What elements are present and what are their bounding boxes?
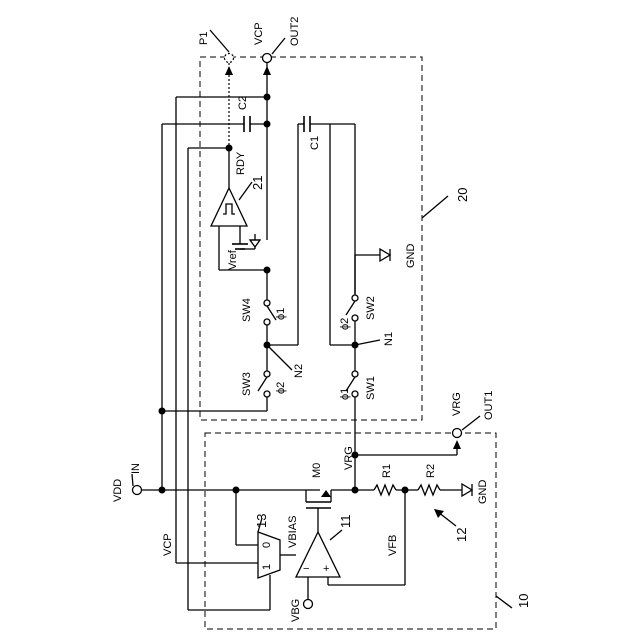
leader-21 xyxy=(239,182,252,200)
label-ref-21: 21 xyxy=(250,176,265,190)
p1-terminal xyxy=(225,54,234,149)
label-vref: Vref xyxy=(227,249,239,270)
label-phi1-sw1: ϕ1 xyxy=(339,388,351,400)
label-vdd: VDD xyxy=(112,479,124,502)
label-rdy: RDY xyxy=(235,151,247,175)
leader-10 xyxy=(496,596,512,608)
label-m0: M0 xyxy=(311,463,323,478)
leader-in xyxy=(132,474,133,486)
label-phi2-sw3: ϕ2 xyxy=(275,382,287,394)
label-ref-20: 20 xyxy=(455,188,470,202)
leader-11 xyxy=(330,530,342,540)
arrow-12 xyxy=(434,509,456,526)
label-mux-1: 1 xyxy=(261,564,273,570)
label-r2: R2 xyxy=(425,464,437,478)
switch-sw3 xyxy=(162,345,270,411)
label-opamp-plus: + xyxy=(323,563,329,575)
leader-out1 xyxy=(462,416,480,430)
label-out2: OUT2 xyxy=(289,17,301,46)
label-mux-0: 0 xyxy=(261,542,273,548)
leader-20 xyxy=(422,196,448,218)
label-vcp-left: VCP xyxy=(162,533,174,556)
label-gnd-top: GND xyxy=(405,244,417,269)
label-vrg-out: VRG xyxy=(451,392,463,416)
mux-13 xyxy=(176,490,296,610)
label-vfb: VFB xyxy=(387,535,399,556)
leader-p1 xyxy=(210,30,229,52)
label-phi2-sw2: ϕ2 xyxy=(339,318,351,330)
label-n1: N1 xyxy=(383,332,395,346)
label-ref-11: 11 xyxy=(338,515,353,529)
label-sw4: SW4 xyxy=(241,298,253,322)
label-c2: C2 xyxy=(237,96,249,110)
label-sw3: SW3 xyxy=(241,372,253,396)
label-sw2: SW2 xyxy=(365,296,377,320)
out2-terminal xyxy=(263,54,272,241)
leader-out2 xyxy=(272,38,285,54)
label-p1: P1 xyxy=(198,32,210,45)
label-r1: R1 xyxy=(381,464,393,478)
label-opamp-minus: − xyxy=(303,563,309,575)
label-vcp-top: VCP xyxy=(253,22,265,45)
out1-terminal xyxy=(355,429,462,456)
gnd-symbol-top xyxy=(380,249,390,261)
label-in: IN xyxy=(130,463,142,474)
label-ref-12: 12 xyxy=(454,528,469,542)
label-vrg-line: VRG xyxy=(343,446,355,470)
resistor-r2 xyxy=(418,485,462,495)
node-vcp-2 xyxy=(264,121,271,128)
label-phi1-sw4: ϕ1 xyxy=(275,308,287,320)
label-vbg: VBG xyxy=(290,599,302,622)
gnd-symbol-bottom xyxy=(462,484,472,496)
leader-n2 xyxy=(267,345,292,370)
label-ref-10: 10 xyxy=(516,594,531,608)
switch-sw4 xyxy=(264,270,276,345)
resistor-r1 xyxy=(355,485,418,495)
label-sw1: SW1 xyxy=(365,376,377,400)
leader-n1 xyxy=(355,340,380,345)
label-gnd-bottom: GND xyxy=(477,480,489,505)
label-n2: N2 xyxy=(293,364,305,378)
label-vbias: VBIAS xyxy=(287,516,299,548)
node-vcp-1 xyxy=(264,94,271,101)
capacitor-c1 xyxy=(298,116,355,345)
block-20-boundary xyxy=(200,57,422,420)
label-c1: C1 xyxy=(309,136,321,150)
label-out1: OUT1 xyxy=(483,391,495,420)
